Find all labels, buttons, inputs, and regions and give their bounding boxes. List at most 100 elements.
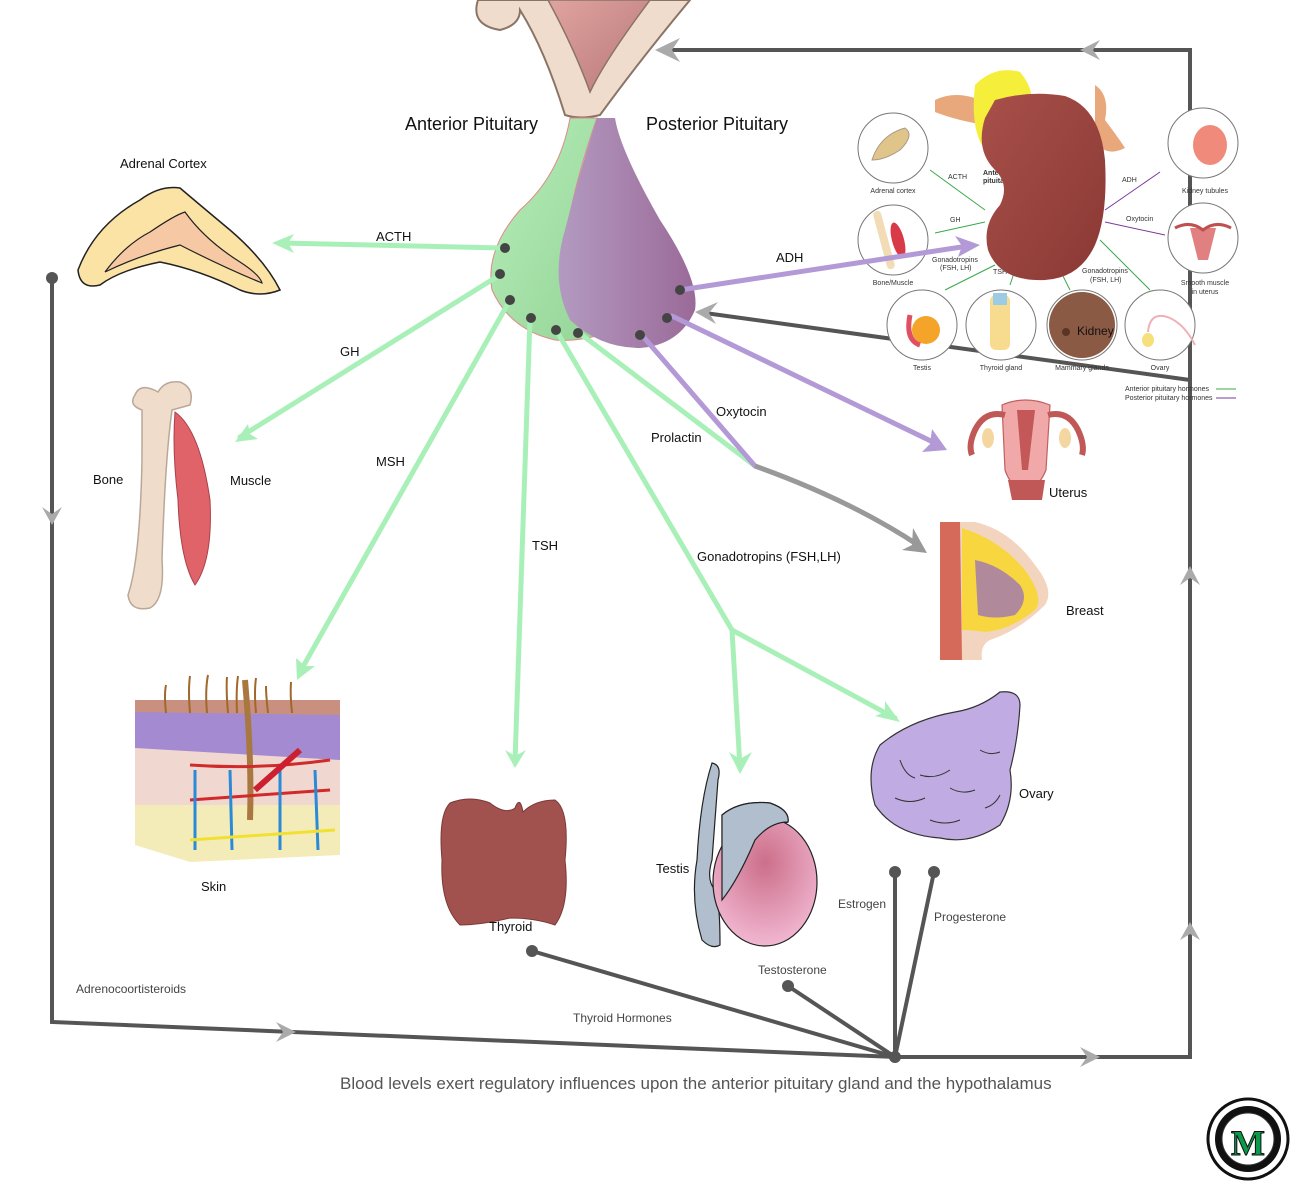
estrogen-label: Estrogen [838, 897, 886, 911]
inset-label: Thyroid gland [980, 365, 1023, 372]
gonadotropins-testis-arrowhead-icon [729, 752, 752, 774]
arrowhead-left-icon [695, 302, 718, 324]
adh-arrow [677, 243, 971, 293]
inset-circle-smooth-muscle-uterus: Smooth muscle in uterus [1167, 202, 1239, 296]
testosterone-feedback-node [782, 980, 794, 992]
inset-arrow-label: ADH [1122, 177, 1137, 184]
inset-label: Kidney tubules [1182, 188, 1228, 195]
gonadotropins-ovary-arrowhead-icon [875, 701, 900, 722]
feedback-loop [42, 38, 1200, 1067]
adrenal-cortex-label: Adrenal Cortex [120, 156, 207, 171]
inset-circle-testis: Testis [886, 289, 958, 372]
inset-label: Ovary [1151, 365, 1170, 372]
feedback-caption: Blood levels exert regulatory influences… [340, 1074, 1052, 1093]
inset-arrow-label: (FSH, LH) [940, 265, 972, 272]
breast-label: Breast [1066, 603, 1104, 618]
posterior-pituitary-label: Posterior Pituitary [646, 114, 788, 134]
inset-label: Smooth muscle [1181, 280, 1229, 287]
gh-arrowhead-icon [235, 424, 258, 442]
prolactin-to-breast-arrow [754, 463, 920, 548]
inset-circle-mammary-glands: Mammary glands Kidney [1046, 289, 1118, 372]
acth-arrow [277, 240, 506, 251]
ovary-label: Ovary [1019, 786, 1054, 801]
prolactin-arrow [575, 329, 758, 469]
inset-circle-adrenal-cortex: Adrenal cortex [857, 112, 929, 195]
tsh-label: TSH [532, 538, 558, 553]
inset-legend: Anterior pituitary hormones Posterior pi… [1125, 386, 1236, 402]
inset-label: Mammary glands [1055, 365, 1109, 372]
estrogen-feedback-node [889, 866, 901, 878]
inset-circle-kidney-tubules: Kidney tubules [1167, 107, 1239, 195]
inset-arrow-label: (FSH, LH) [1090, 277, 1122, 284]
hormone-origin-dots [495, 243, 685, 340]
anterior-hormone-arrows [237, 240, 898, 771]
legend-anterior-label: Anterior pituitary hormones [1125, 386, 1210, 393]
labels: Anterior Pituitary Posterior Pituitary A… [76, 114, 1104, 1093]
legend-posterior-label: Posterior pituitary hormones [1125, 395, 1213, 402]
arrowhead-down-icon [42, 507, 62, 525]
msh-arrowhead-icon [296, 658, 315, 680]
inset-arrow-label: Gonadotropins [1082, 268, 1128, 275]
inset-arrow-label: TSH [993, 269, 1007, 276]
acth-label: ACTH [376, 229, 411, 244]
testis-illustration [693, 762, 818, 948]
inset-circle-thyroid-gland: Thyroid gland [965, 289, 1037, 372]
inset-arrow-label: ACTH [948, 174, 967, 181]
marshall-university-logo: M [1206, 1097, 1290, 1181]
pituitary-gland [475, 0, 696, 348]
gh-arrow [237, 273, 501, 440]
progesterone-feedback-line [893, 871, 936, 1058]
arrowhead-up-icon [1180, 922, 1200, 940]
posterior-pituitary-lobe [558, 118, 696, 348]
skin-illustration [135, 674, 340, 862]
tsh-arrow [512, 315, 533, 765]
kidney-inset-illustration: Adrenal cortex Bone/Muscle Testis Thyroi… [857, 70, 1239, 402]
skin-label: Skin [201, 879, 226, 894]
hypothalamus-core [547, 0, 651, 94]
oxytocin-breast-arrow [637, 330, 758, 469]
inset-center-label: pituita [983, 178, 1004, 185]
inset-arrow-label: GH [950, 217, 961, 224]
inset-label: in uterus [1192, 289, 1219, 296]
testosterone-feedback-line [786, 984, 897, 1059]
adh-label: ADH [776, 250, 803, 265]
bone-label: Bone [93, 472, 123, 487]
adrenal-feedback-node [46, 272, 58, 284]
kidney-label: Kidney [1077, 324, 1114, 338]
feedback-line-left [50, 278, 896, 1059]
msh-label: MSH [376, 454, 405, 469]
breast-arrowhead-icon [902, 528, 927, 553]
anterior-pituitary-label: Anterior Pituitary [405, 114, 538, 134]
msh-arrow [297, 297, 513, 675]
oxytocin-uterus-arrow [669, 313, 938, 446]
thyroid-illustration [440, 798, 567, 926]
arrowhead-left-icon [1080, 40, 1100, 60]
oxytocin-label: Oxytocin [716, 404, 767, 419]
ovary-illustration [870, 691, 1021, 841]
acth-arrowhead-icon [272, 234, 294, 253]
inset-label: Testis [913, 365, 931, 372]
feedback-line-right [665, 48, 1192, 1059]
progesterone-feedback-node [928, 866, 940, 878]
testis-label: Testis [656, 861, 690, 876]
oxytocin-arrowhead-icon [922, 429, 947, 452]
adh-arrowhead-icon [955, 236, 980, 257]
arrowhead-right-icon [276, 1022, 296, 1042]
uterus-label: Uterus [1049, 485, 1088, 500]
bone-muscle-illustration [127, 380, 211, 610]
adrenal-cortex-illustration [77, 186, 282, 295]
thyroid-label: Thyroid [489, 919, 532, 934]
arrowhead-right-icon [1080, 1047, 1100, 1067]
adrenocorticosteroids-label: Adrenocoortisteroids [76, 982, 186, 996]
breast-illustration [940, 522, 1049, 660]
inset-center-label: Anter [983, 170, 1002, 177]
progesterone-label: Progesterone [934, 910, 1006, 924]
gh-label: GH [340, 344, 360, 359]
logo-letter: M [1231, 1123, 1265, 1163]
posterior-hormone-arrows [637, 243, 971, 469]
muscle-label: Muscle [230, 473, 271, 488]
inset-circle-ovary: Ovary [1124, 289, 1196, 372]
thyroid-feedback-node [526, 945, 538, 957]
tsh-arrowhead-icon [505, 750, 526, 768]
